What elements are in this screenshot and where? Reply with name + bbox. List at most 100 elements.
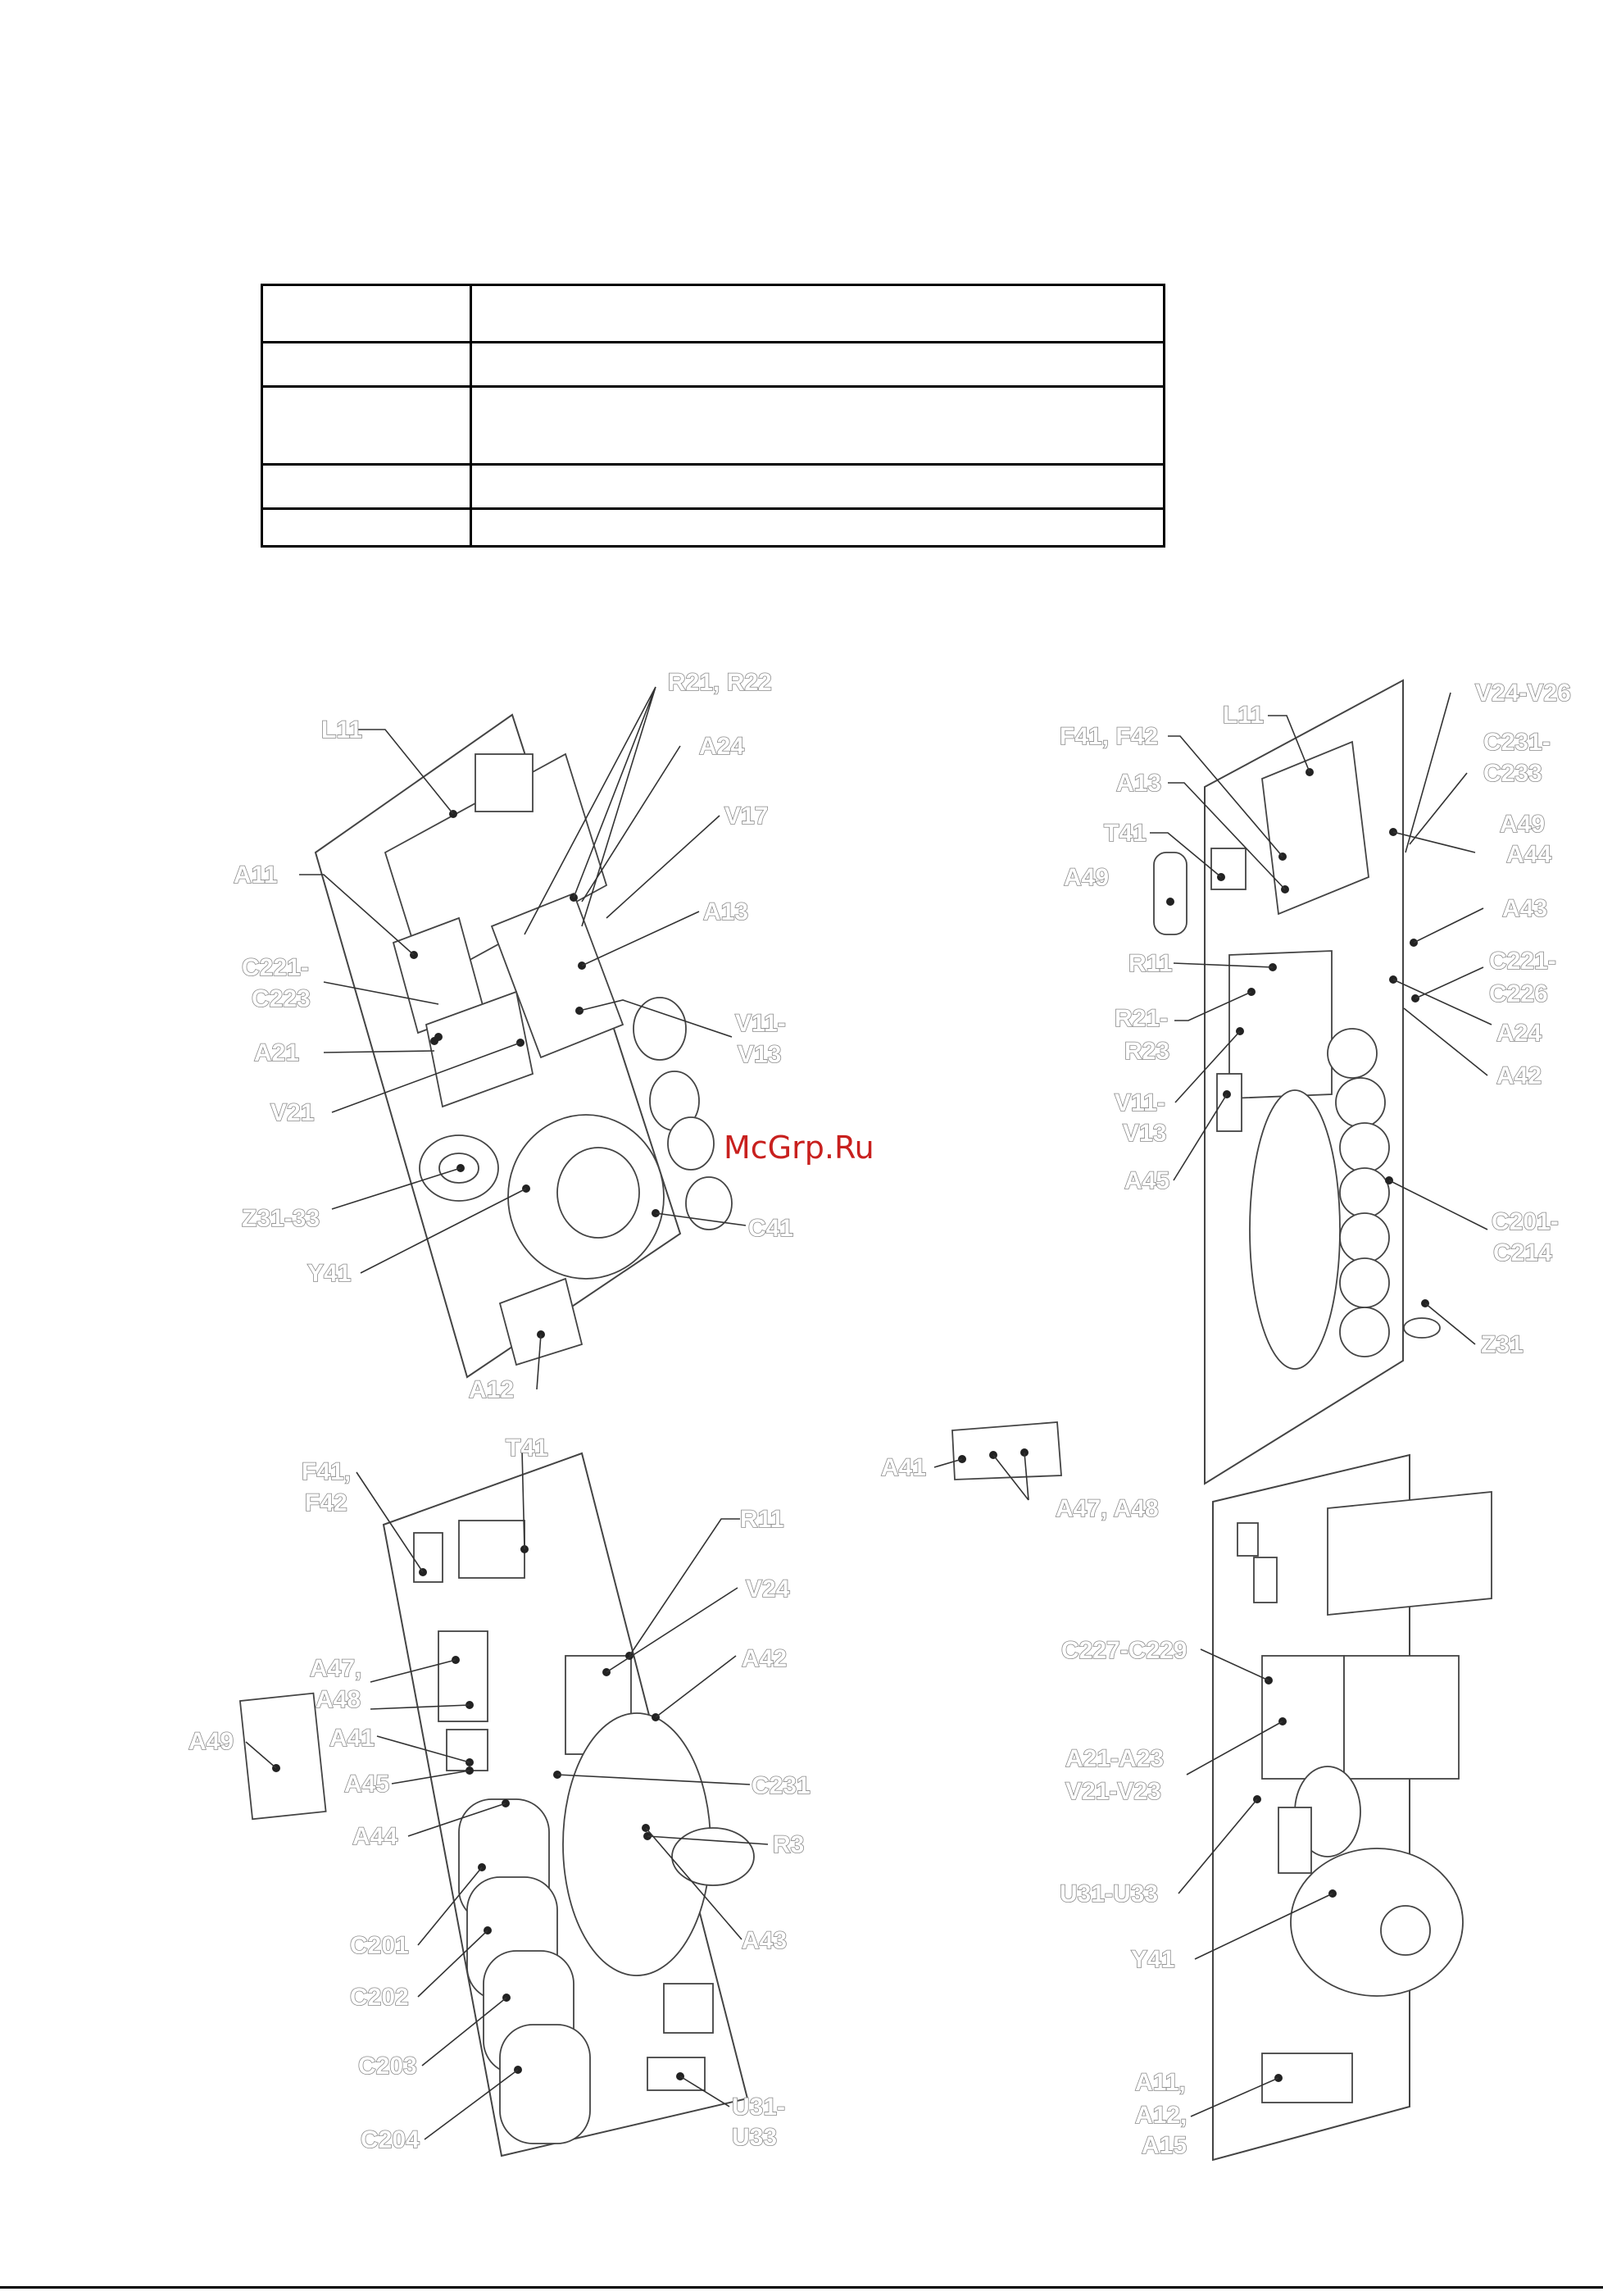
connector-a47 (438, 1630, 488, 1722)
callout-label: V24-V26 (1475, 680, 1571, 707)
callout-label: A49 (188, 1728, 234, 1755)
transformer-t41 (1210, 848, 1247, 890)
callout-label: A13 (703, 898, 748, 925)
callout-label: L11 (1223, 702, 1264, 729)
callout-label: A41 (881, 1454, 926, 1481)
callout-label: R23 (1124, 1038, 1169, 1065)
callout-label: A11 (234, 862, 277, 889)
callout-label: A43 (1502, 895, 1547, 922)
callout-label: C201 (350, 1932, 409, 1959)
toroid-z31 (1403, 1317, 1441, 1339)
capacitor-group (458, 1798, 591, 2144)
capacitor-stack (1327, 1028, 1390, 1357)
capacitor (633, 997, 687, 1061)
connector-a41 (951, 1421, 1062, 1480)
callout-label: A42 (742, 1645, 787, 1672)
callout-label: A21-A23 (1065, 1745, 1164, 1772)
callout-label: C201- (1492, 1208, 1559, 1235)
component (1237, 1522, 1259, 1557)
callout-label: Z31 (1481, 1331, 1524, 1358)
transformer (1343, 1655, 1460, 1780)
callout-label: F41, (302, 1458, 351, 1485)
resistor-r3 (671, 1827, 755, 1886)
fuse-holder (413, 1532, 443, 1583)
callout-label: C231 (752, 1772, 811, 1799)
callout-label: A41 (329, 1725, 375, 1752)
callout-label: R21, R22 (668, 669, 772, 696)
callout-label: V21-V23 (1065, 1778, 1161, 1805)
module-u31 (1278, 1807, 1312, 1874)
module-a12 (498, 1277, 584, 1366)
module-a49 (238, 1692, 327, 1821)
callout-label: C41 (748, 1215, 793, 1242)
view-top-right: L11 V24-V26 F41, F42 C231- C233 A13 A49 … (1059, 679, 1572, 1485)
callout-label: R11 (1128, 950, 1172, 977)
callout-label: A43 (742, 1927, 787, 1954)
callout-label: C221- (1489, 948, 1556, 975)
callout-label: Y41 (1131, 1946, 1174, 1973)
table-row-divider (263, 507, 1163, 510)
callout-label: C233 (1483, 760, 1542, 787)
module-u31 (647, 2057, 706, 2091)
callout-label: L11 (321, 716, 362, 743)
callout-label: A45 (344, 1771, 389, 1798)
callout-label: A21 (254, 1039, 299, 1066)
transformer (1249, 1089, 1341, 1370)
capacitor (685, 1176, 733, 1230)
callout-label: A44 (1506, 841, 1551, 868)
transformer-t41 (458, 1520, 525, 1579)
transformer-y41 (1290, 1848, 1464, 1997)
callout-label: A11, (1135, 2069, 1186, 2096)
callout-label: C202 (350, 1984, 409, 2011)
legend-table (261, 284, 1165, 548)
callout-label: C231- (1483, 729, 1551, 756)
table-row-divider (263, 463, 1163, 466)
callout-label: R3 (773, 1831, 804, 1858)
module-a21 (425, 990, 534, 1108)
view-a41-connector: A41 A47, A48 (880, 1421, 1159, 1523)
callout-label: T41 (1104, 820, 1147, 847)
callout-label: A12 (469, 1376, 514, 1403)
callout-label: C214 (1493, 1239, 1552, 1266)
callout-label: U31- (732, 2094, 785, 2121)
callout-label: U33 (732, 2124, 777, 2151)
component (1253, 1557, 1278, 1603)
callout-label: C203 (358, 2053, 417, 2080)
callout-label: T41 (506, 1434, 548, 1462)
module-a49 (1153, 852, 1187, 935)
callout-label: U31-U33 (1060, 1880, 1158, 1907)
callout-label: R21- (1115, 1005, 1168, 1032)
callout-label: F42 (305, 1489, 347, 1516)
view-top-left: L11 R21, R22 A24 V17 A11 A13 C221- C223 … (233, 668, 794, 1404)
table-row-divider (263, 341, 1163, 343)
resistor-block (1228, 950, 1333, 1099)
table-column-divider (470, 286, 472, 545)
callout-label: R11 (740, 1506, 783, 1533)
module-a21 (1261, 1655, 1345, 1780)
callout-label: A49 (1500, 811, 1545, 838)
page-bottom-rule (0, 2286, 1603, 2289)
view-bottom-left: T41 F41, F42 R11 V24 A42 A47, A48 A49 A4… (188, 1434, 811, 2157)
callout-label: Z31-33 (242, 1205, 320, 1232)
callout-label: V17 (724, 802, 768, 830)
callout-label: C223 (252, 985, 311, 1012)
transformer (1327, 1491, 1492, 1616)
callout-label: C226 (1489, 980, 1548, 1007)
callout-label: V11- (735, 1010, 786, 1037)
transformer-core (556, 1147, 640, 1239)
callout-label: C221- (242, 954, 309, 981)
callout-label: V11- (1115, 1089, 1165, 1116)
callout-label: A12, (1135, 2102, 1187, 2129)
callout-label: F41, F42 (1060, 723, 1158, 750)
callout-label: A45 (1124, 1167, 1169, 1194)
callout-label: V24 (746, 1575, 790, 1603)
callout-label: V21 (270, 1099, 314, 1126)
callout-label: A24 (699, 733, 744, 760)
callout-label: A15 (1142, 2132, 1187, 2159)
table-row-divider (263, 385, 1163, 388)
module-u31 (663, 1983, 714, 2034)
callout-label: C204 (361, 2126, 420, 2153)
callout-label: Y41 (307, 1260, 351, 1287)
watermark-text: McGrp.Ru (724, 1130, 874, 1166)
